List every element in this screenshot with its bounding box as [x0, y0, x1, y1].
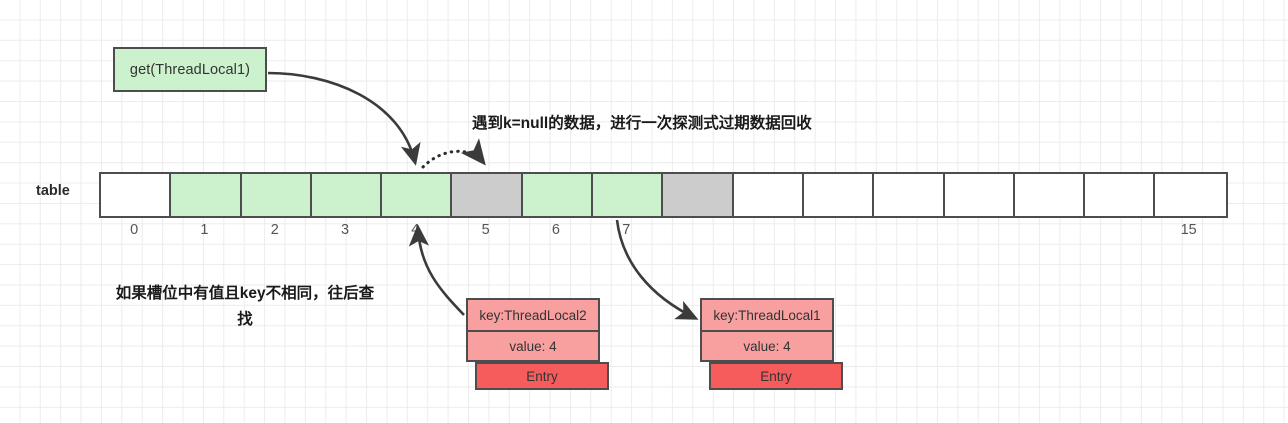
table-index-7: 7 [622, 222, 631, 238]
table-cell-1 [171, 174, 242, 216]
table-cell-10 [803, 174, 875, 216]
entry-card-threadlocal1: key:ThreadLocal1 value: 4 Entry [700, 298, 843, 390]
table-index-5: 5 [481, 222, 490, 238]
entry-card-threadlocal2: key:ThreadLocal2 value: 4 Entry [466, 298, 609, 390]
table-cell-2 [241, 174, 312, 216]
table-cell-15 [1155, 174, 1226, 216]
table-cell-0 [101, 174, 172, 216]
entry-key-row: key:ThreadLocal1 [700, 298, 834, 330]
table-index-2: 2 [270, 222, 279, 238]
table-cell-14 [1085, 174, 1156, 216]
table-cell-8 [663, 174, 734, 216]
table-cell-3 [311, 174, 383, 216]
table-cell-11 [874, 174, 945, 216]
entry-type-tag: Entry [475, 362, 609, 390]
arrow-slot4-to-slot5-dotted [421, 138, 486, 169]
annotation-expunge-note: 遇到k=null的数据，进行一次探测式过期数据回收 [472, 115, 812, 132]
table-index-3: 3 [341, 222, 350, 238]
table-cell-7 [593, 174, 664, 216]
table-index-0: 0 [130, 222, 139, 238]
annotation-line-2: 往后查找 [237, 285, 375, 328]
table-cell-9 [733, 174, 804, 216]
table-row [99, 172, 1228, 218]
annotation-linear-probe-note: 如果槽位中有值且key不相同，往后查找 [114, 281, 376, 333]
arrow-entry2-to-slot4 [408, 224, 465, 316]
entry-type-tag: Entry [709, 362, 843, 390]
arrow-get-to-slot4 [267, 71, 421, 166]
table-cell-6 [522, 174, 594, 216]
table-cell-13 [1014, 174, 1086, 216]
table-label: table [36, 183, 70, 199]
entry-value-row: value: 4 [700, 330, 834, 362]
table-index-15: 15 [1180, 222, 1197, 238]
get-call-box: get(ThreadLocal1) [113, 47, 267, 92]
table-index-4: 4 [411, 222, 420, 238]
annotation-line-1: 如果槽位中有值且key不相同， [115, 285, 328, 302]
table-index-6: 6 [551, 222, 560, 238]
entry-value-row: value: 4 [466, 330, 600, 362]
entry-key-row: key:ThreadLocal2 [466, 298, 600, 330]
table-cell-5 [452, 174, 523, 216]
table-cell-4 [382, 174, 453, 216]
get-call-label: get(ThreadLocal1) [129, 61, 251, 78]
table-index-1: 1 [200, 222, 209, 238]
table-cell-12 [944, 174, 1015, 216]
